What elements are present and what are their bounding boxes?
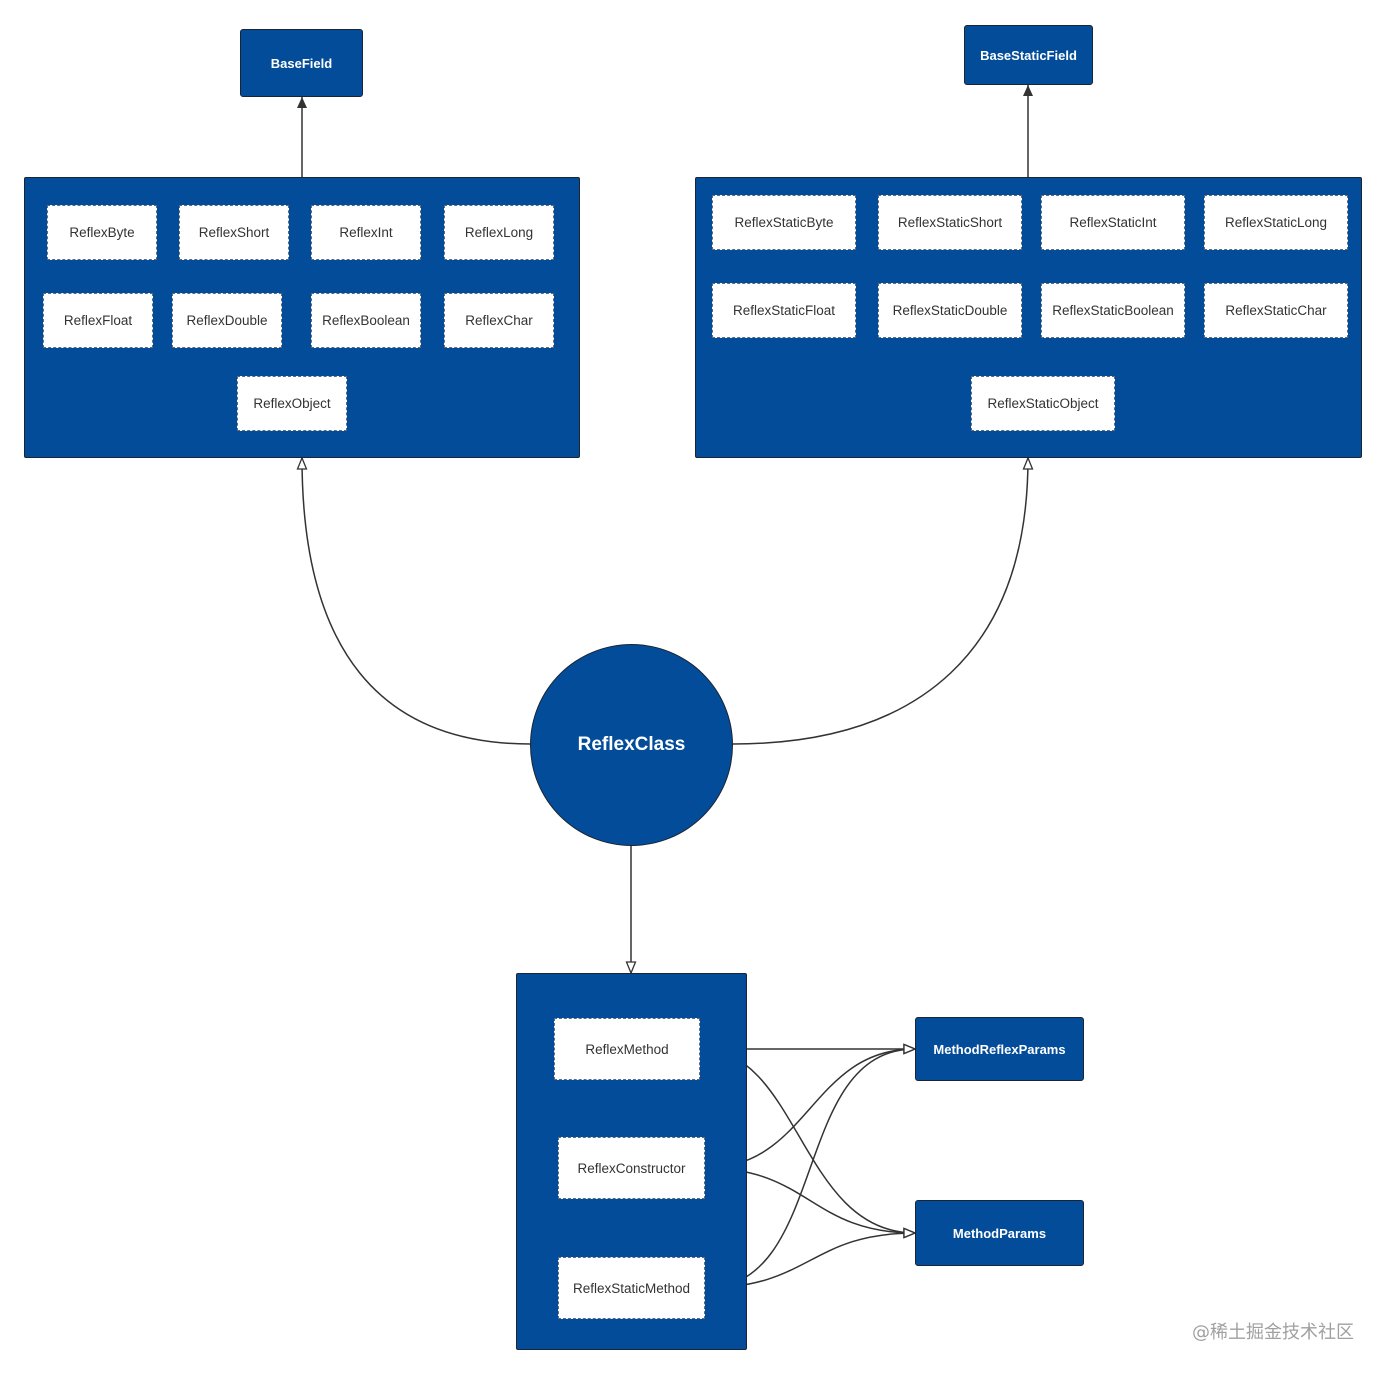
static-field-class-long[interactable]: ReflexStaticLong xyxy=(1204,195,1348,250)
field-class-long[interactable]: ReflexLong xyxy=(444,205,554,260)
static-field-class-boolean[interactable]: ReflexStaticBoolean xyxy=(1041,283,1185,338)
base-static-field-node[interactable]: BaseStaticField xyxy=(964,25,1093,85)
method-class-method[interactable]: ReflexMethod xyxy=(554,1018,700,1080)
method-params-node[interactable]: MethodParams xyxy=(915,1200,1084,1266)
static-field-class-object[interactable]: ReflexStaticObject xyxy=(971,376,1115,431)
static-field-class-byte[interactable]: ReflexStaticByte xyxy=(712,195,856,250)
watermark-text: @稀土掘金技术社区 xyxy=(1192,1322,1354,1343)
static-field-class-double[interactable]: ReflexStaticDouble xyxy=(878,283,1022,338)
field-class-boolean[interactable]: ReflexBoolean xyxy=(311,293,421,348)
static-field-class-float[interactable]: ReflexStaticFloat xyxy=(712,283,856,338)
method-reflex-params-node[interactable]: MethodReflexParams xyxy=(915,1017,1084,1081)
edge-class-to-fields xyxy=(296,456,531,745)
field-class-object[interactable]: ReflexObject xyxy=(237,376,347,431)
edge-staticmethod-to-methodreflexparams xyxy=(704,1043,917,1289)
field-class-int[interactable]: ReflexInt xyxy=(311,205,421,260)
field-class-char[interactable]: ReflexChar xyxy=(444,293,554,348)
field-class-short[interactable]: ReflexShort xyxy=(179,205,289,260)
edge-class-to-staticfields xyxy=(732,456,1034,745)
static-field-class-int[interactable]: ReflexStaticInt xyxy=(1041,195,1185,250)
reflex-class-node[interactable]: ReflexClass xyxy=(530,644,733,846)
static-field-class-char[interactable]: ReflexStaticChar xyxy=(1204,283,1348,338)
field-class-double[interactable]: ReflexDouble xyxy=(172,293,282,348)
field-class-byte[interactable]: ReflexByte xyxy=(47,205,157,260)
base-field-node[interactable]: BaseField xyxy=(240,29,363,97)
method-class-constructor[interactable]: ReflexConstructor xyxy=(558,1137,705,1199)
static-field-class-short[interactable]: ReflexStaticShort xyxy=(878,195,1022,250)
field-class-float[interactable]: ReflexFloat xyxy=(43,293,153,348)
method-class-static-method[interactable]: ReflexStaticMethod xyxy=(558,1257,705,1319)
